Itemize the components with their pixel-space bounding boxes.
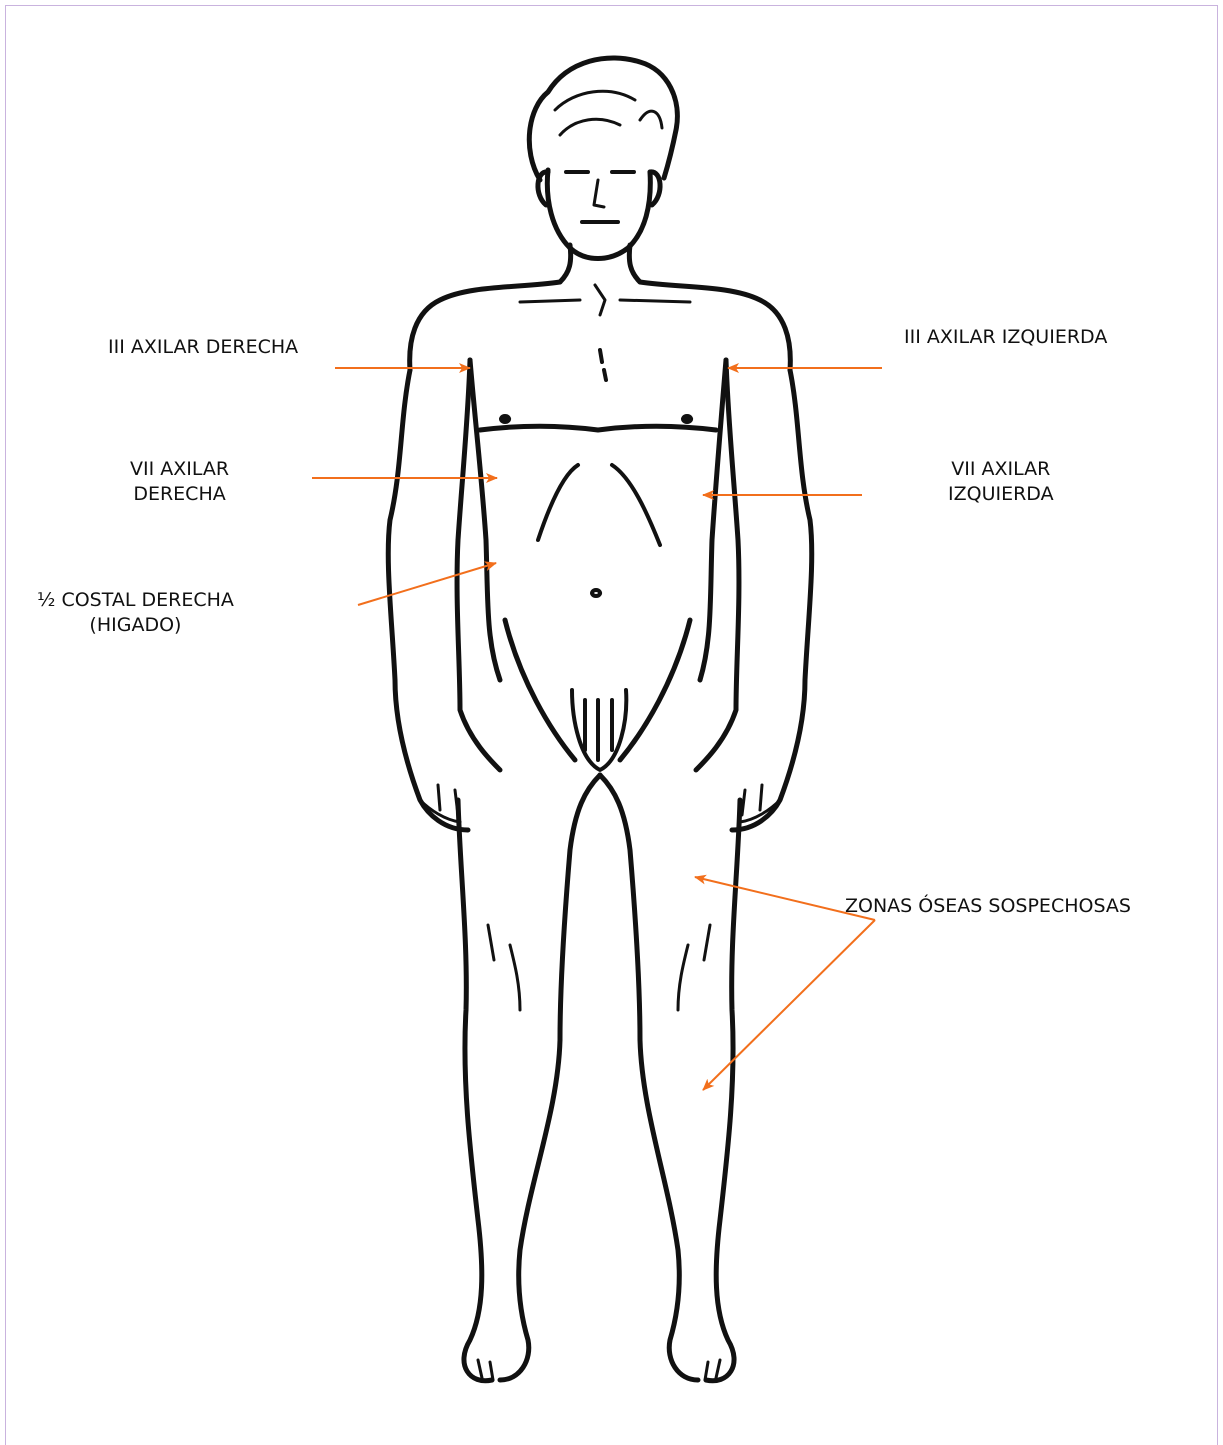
human-body-outline-icon (388, 58, 812, 1381)
left-arm-inner (457, 360, 500, 770)
right-hand (740, 785, 780, 822)
left-leg-outer (458, 800, 492, 1381)
label-costal-derecha: ½ COSTAL DERECHA (HIGADO) (37, 588, 234, 638)
label-axilar-izquierda-7: VII AXILAR IZQUIERDA (948, 457, 1054, 507)
label-costal-derecha-line2: (HIGADO) (37, 613, 234, 638)
label-axilar-izquierda-3: III AXILAR IZQUIERDA (904, 325, 1107, 350)
label-costal-derecha-line1: ½ COSTAL DERECHA (37, 588, 234, 613)
nose (594, 180, 604, 207)
torso-right (700, 360, 726, 680)
left-leg-inner (500, 775, 600, 1380)
chest (480, 426, 716, 430)
clavicles (520, 285, 690, 315)
label-axilar-derecha-3: III AXILAR DERECHA (108, 335, 298, 360)
torso-left (470, 360, 500, 680)
sternum (600, 350, 606, 380)
label-axilar-izquierda-7-line1: VII AXILAR (948, 457, 1054, 482)
label-axilar-derecha-7-line1: VII AXILAR (130, 457, 229, 482)
label-zonas-oseas: ZONAS ÓSEAS SOSPECHOSAS (845, 894, 1131, 919)
right-leg-inner (600, 775, 698, 1380)
arrow-zonas-oseas-2 (703, 920, 875, 1090)
left-hand (420, 785, 460, 822)
right-knee (678, 925, 710, 1010)
hair-detail (555, 91, 662, 135)
abdomen-lines (538, 465, 660, 596)
right-arm-inner (696, 360, 739, 770)
nipples (500, 415, 692, 423)
left-knee (488, 925, 520, 1010)
label-axilar-derecha-7-line2: DERECHA (130, 482, 229, 507)
right-arm-outer (732, 370, 812, 830)
label-axilar-izquierda-7-line2: IZQUIERDA (948, 482, 1054, 507)
groin (572, 690, 626, 770)
neck (560, 245, 640, 282)
label-axilar-derecha-7: VII AXILAR DERECHA (130, 457, 229, 507)
arrow-costal-derecha (358, 563, 496, 605)
